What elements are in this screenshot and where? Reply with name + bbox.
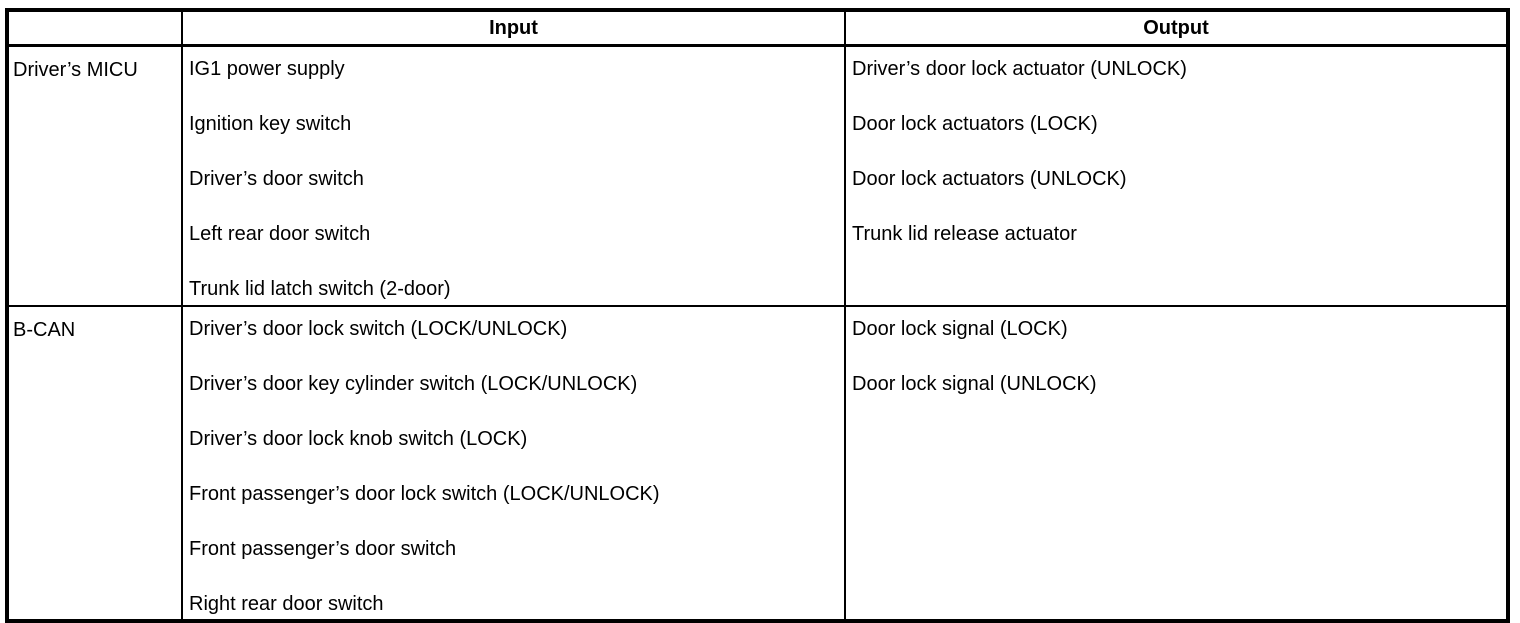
input-item: Driver’s door lock switch (LOCK/UNLOCK) — [189, 317, 568, 340]
input-item: Right rear door switch — [189, 592, 384, 615]
input-list: Driver’s door lock switch (LOCK/UNLOCK) … — [189, 317, 840, 615]
input-item: Trunk lid latch switch (2-door) — [189, 278, 451, 300]
output-list: Driver’s door lock actuator (UNLOCK) Doo… — [852, 59, 1502, 245]
input-item: Driver’s door lock knob switch (LOCK) — [189, 427, 528, 450]
input-column-header: Input — [181, 9, 846, 47]
b-can-input-cell: Driver’s door lock switch (LOCK/UNLOCK) … — [181, 304, 846, 622]
input-item: IG1 power supply — [189, 58, 345, 80]
input-item: Driver’s door switch — [189, 168, 364, 190]
input-item: Ignition key switch — [189, 113, 352, 135]
row-label-b-can: B-CAN — [6, 304, 183, 622]
input-list: IG1 power supply Ignition key switch Dri… — [189, 59, 840, 300]
drivers-micu-input-cell: IG1 power supply Ignition key switch Dri… — [181, 44, 846, 307]
output-item: Door lock actuators (LOCK) — [852, 113, 1098, 135]
header-row: Input Output — [6, 9, 1509, 47]
output-item: Door lock signal (LOCK) — [852, 317, 1068, 340]
output-column-header: Output — [844, 9, 1509, 47]
output-list: Door lock signal (LOCK) Door lock signal… — [852, 317, 1502, 395]
b-can-output-cell: Door lock signal (LOCK) Door lock signal… — [844, 304, 1509, 622]
row-label-column-header — [6, 9, 183, 47]
input-output-table: Input Output Driver’s MICU IG1 power sup… — [5, 8, 1510, 623]
output-item: Trunk lid release actuator — [852, 223, 1077, 245]
output-item: Door lock actuators (UNLOCK) — [852, 168, 1127, 190]
input-item: Driver’s door key cylinder switch (LOCK/… — [189, 372, 638, 395]
drivers-micu-output-cell: Driver’s door lock actuator (UNLOCK) Doo… — [844, 44, 1509, 307]
input-item: Front passenger’s door switch — [189, 537, 457, 560]
input-item: Left rear door switch — [189, 223, 371, 245]
table-row-b-can: B-CAN Driver’s door lock switch (LOCK/UN… — [6, 304, 1509, 622]
table-row-drivers-micu: Driver’s MICU IG1 power supply Ignition … — [6, 44, 1509, 307]
output-item: Driver’s door lock actuator (UNLOCK) — [852, 58, 1187, 80]
input-item: Front passenger’s door lock switch (LOCK… — [189, 482, 660, 505]
output-item: Door lock signal (UNLOCK) — [852, 372, 1097, 395]
row-label-drivers-micu: Driver’s MICU — [6, 44, 183, 307]
